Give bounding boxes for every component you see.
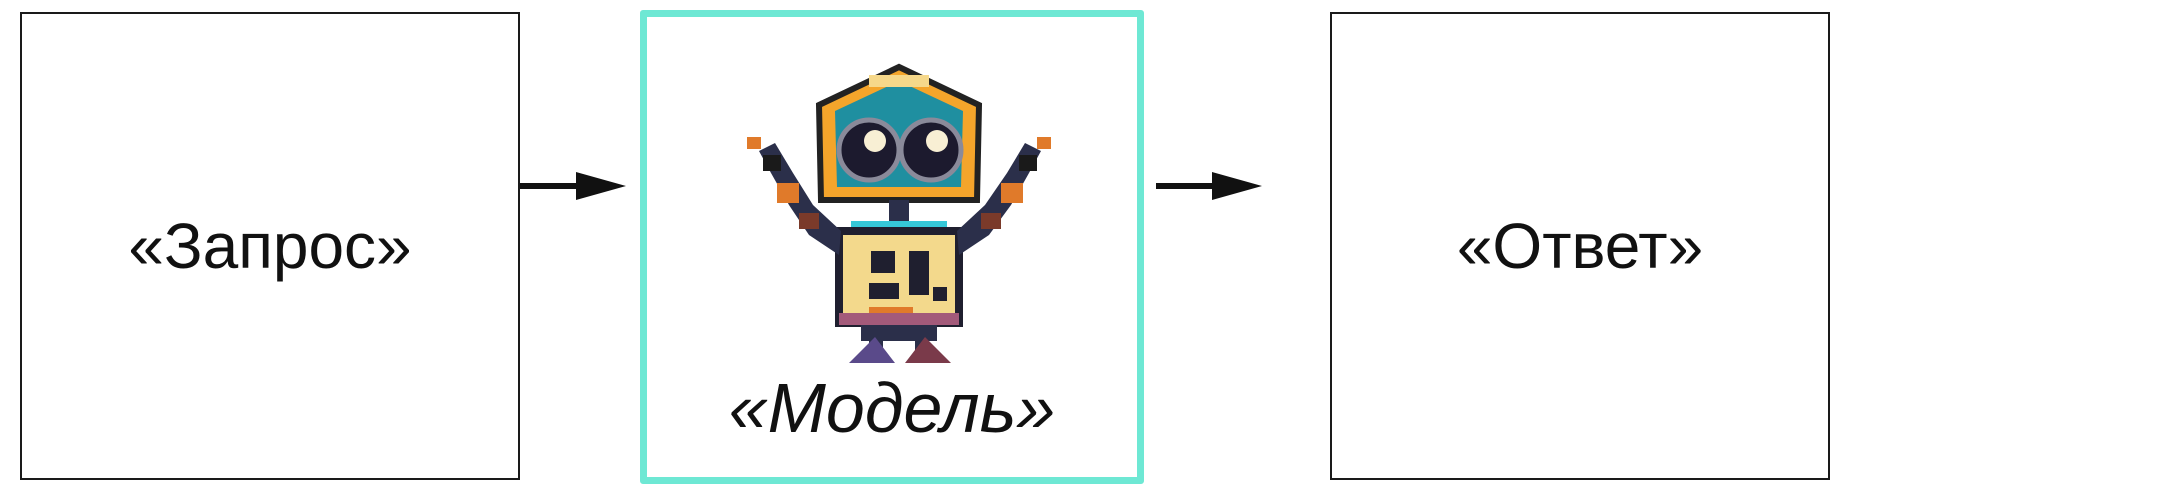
model-node: «Модель» xyxy=(640,10,1144,484)
arrow-model-to-output xyxy=(1156,172,1262,200)
robot-icon xyxy=(747,63,1051,363)
output-node-label: «Ответ» xyxy=(1456,210,1704,282)
model-node-label: «Модель» xyxy=(728,369,1056,447)
input-node: «Запрос» xyxy=(20,12,520,480)
output-node: «Ответ» xyxy=(1330,12,1830,480)
arrow-input-to-model xyxy=(520,172,626,200)
input-node-label: «Запрос» xyxy=(128,210,412,282)
